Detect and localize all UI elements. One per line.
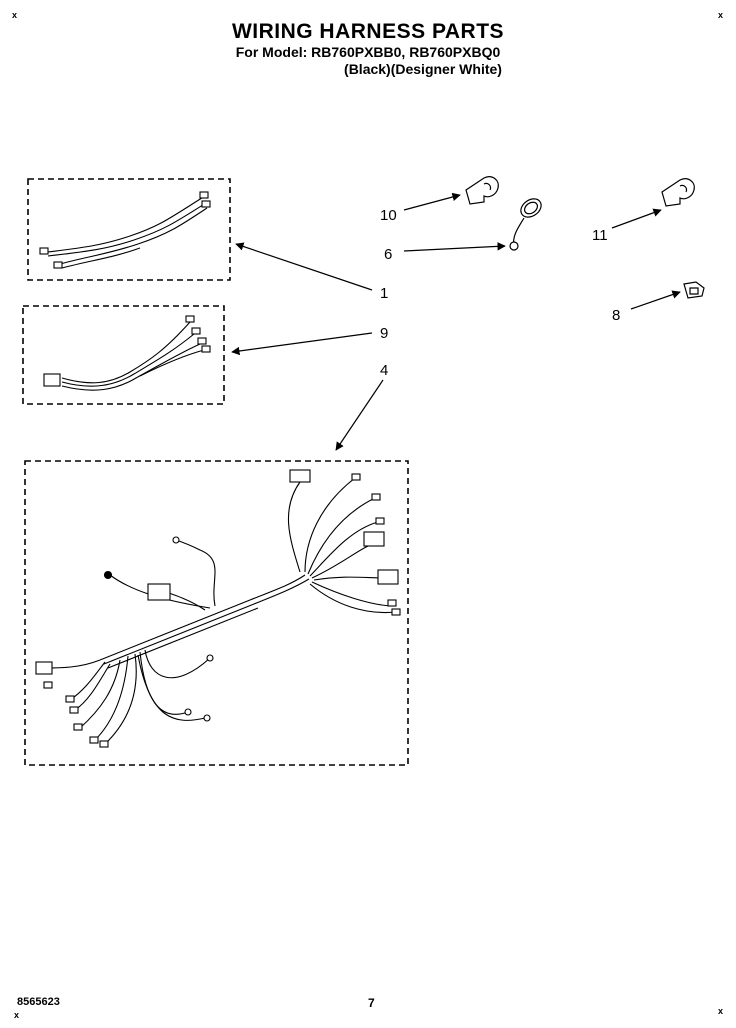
corner-mark-top-left: x	[12, 10, 18, 20]
harness-4-drawing	[35, 469, 401, 748]
harness-1-box	[27, 178, 231, 281]
color-line: (Black)(Designer White)	[344, 61, 502, 77]
clamp-10-drawing	[465, 176, 499, 205]
callout-6: 6	[384, 246, 392, 263]
document-number: 8565623	[17, 996, 60, 1008]
corner-mark-bottom-left: x	[14, 1010, 20, 1020]
model-line: For Model: RB760PXBB0, RB760PXBQ0	[235, 44, 501, 60]
callout-4: 4	[380, 362, 388, 379]
corner-mark-top-right: x	[718, 10, 724, 20]
clamp-11-drawing	[661, 178, 695, 207]
harness-1-drawing	[39, 191, 211, 269]
callout-9: 9	[380, 325, 388, 342]
callout-8: 8	[612, 307, 620, 324]
harness-9-drawing	[43, 315, 211, 391]
grommet-6-drawing	[509, 198, 542, 251]
harness-9-box	[22, 305, 225, 405]
corner-mark-bottom-right: x	[718, 1006, 724, 1016]
clip-8-drawing	[683, 281, 705, 299]
callout-10: 10	[380, 207, 397, 224]
page-number: 7	[368, 996, 375, 1010]
harness-4-box	[24, 460, 409, 766]
page-title: WIRING HARNESS PARTS	[231, 20, 505, 43]
callout-11: 11	[592, 227, 608, 244]
callout-1: 1	[380, 285, 388, 302]
leader-lines	[231, 192, 681, 451]
